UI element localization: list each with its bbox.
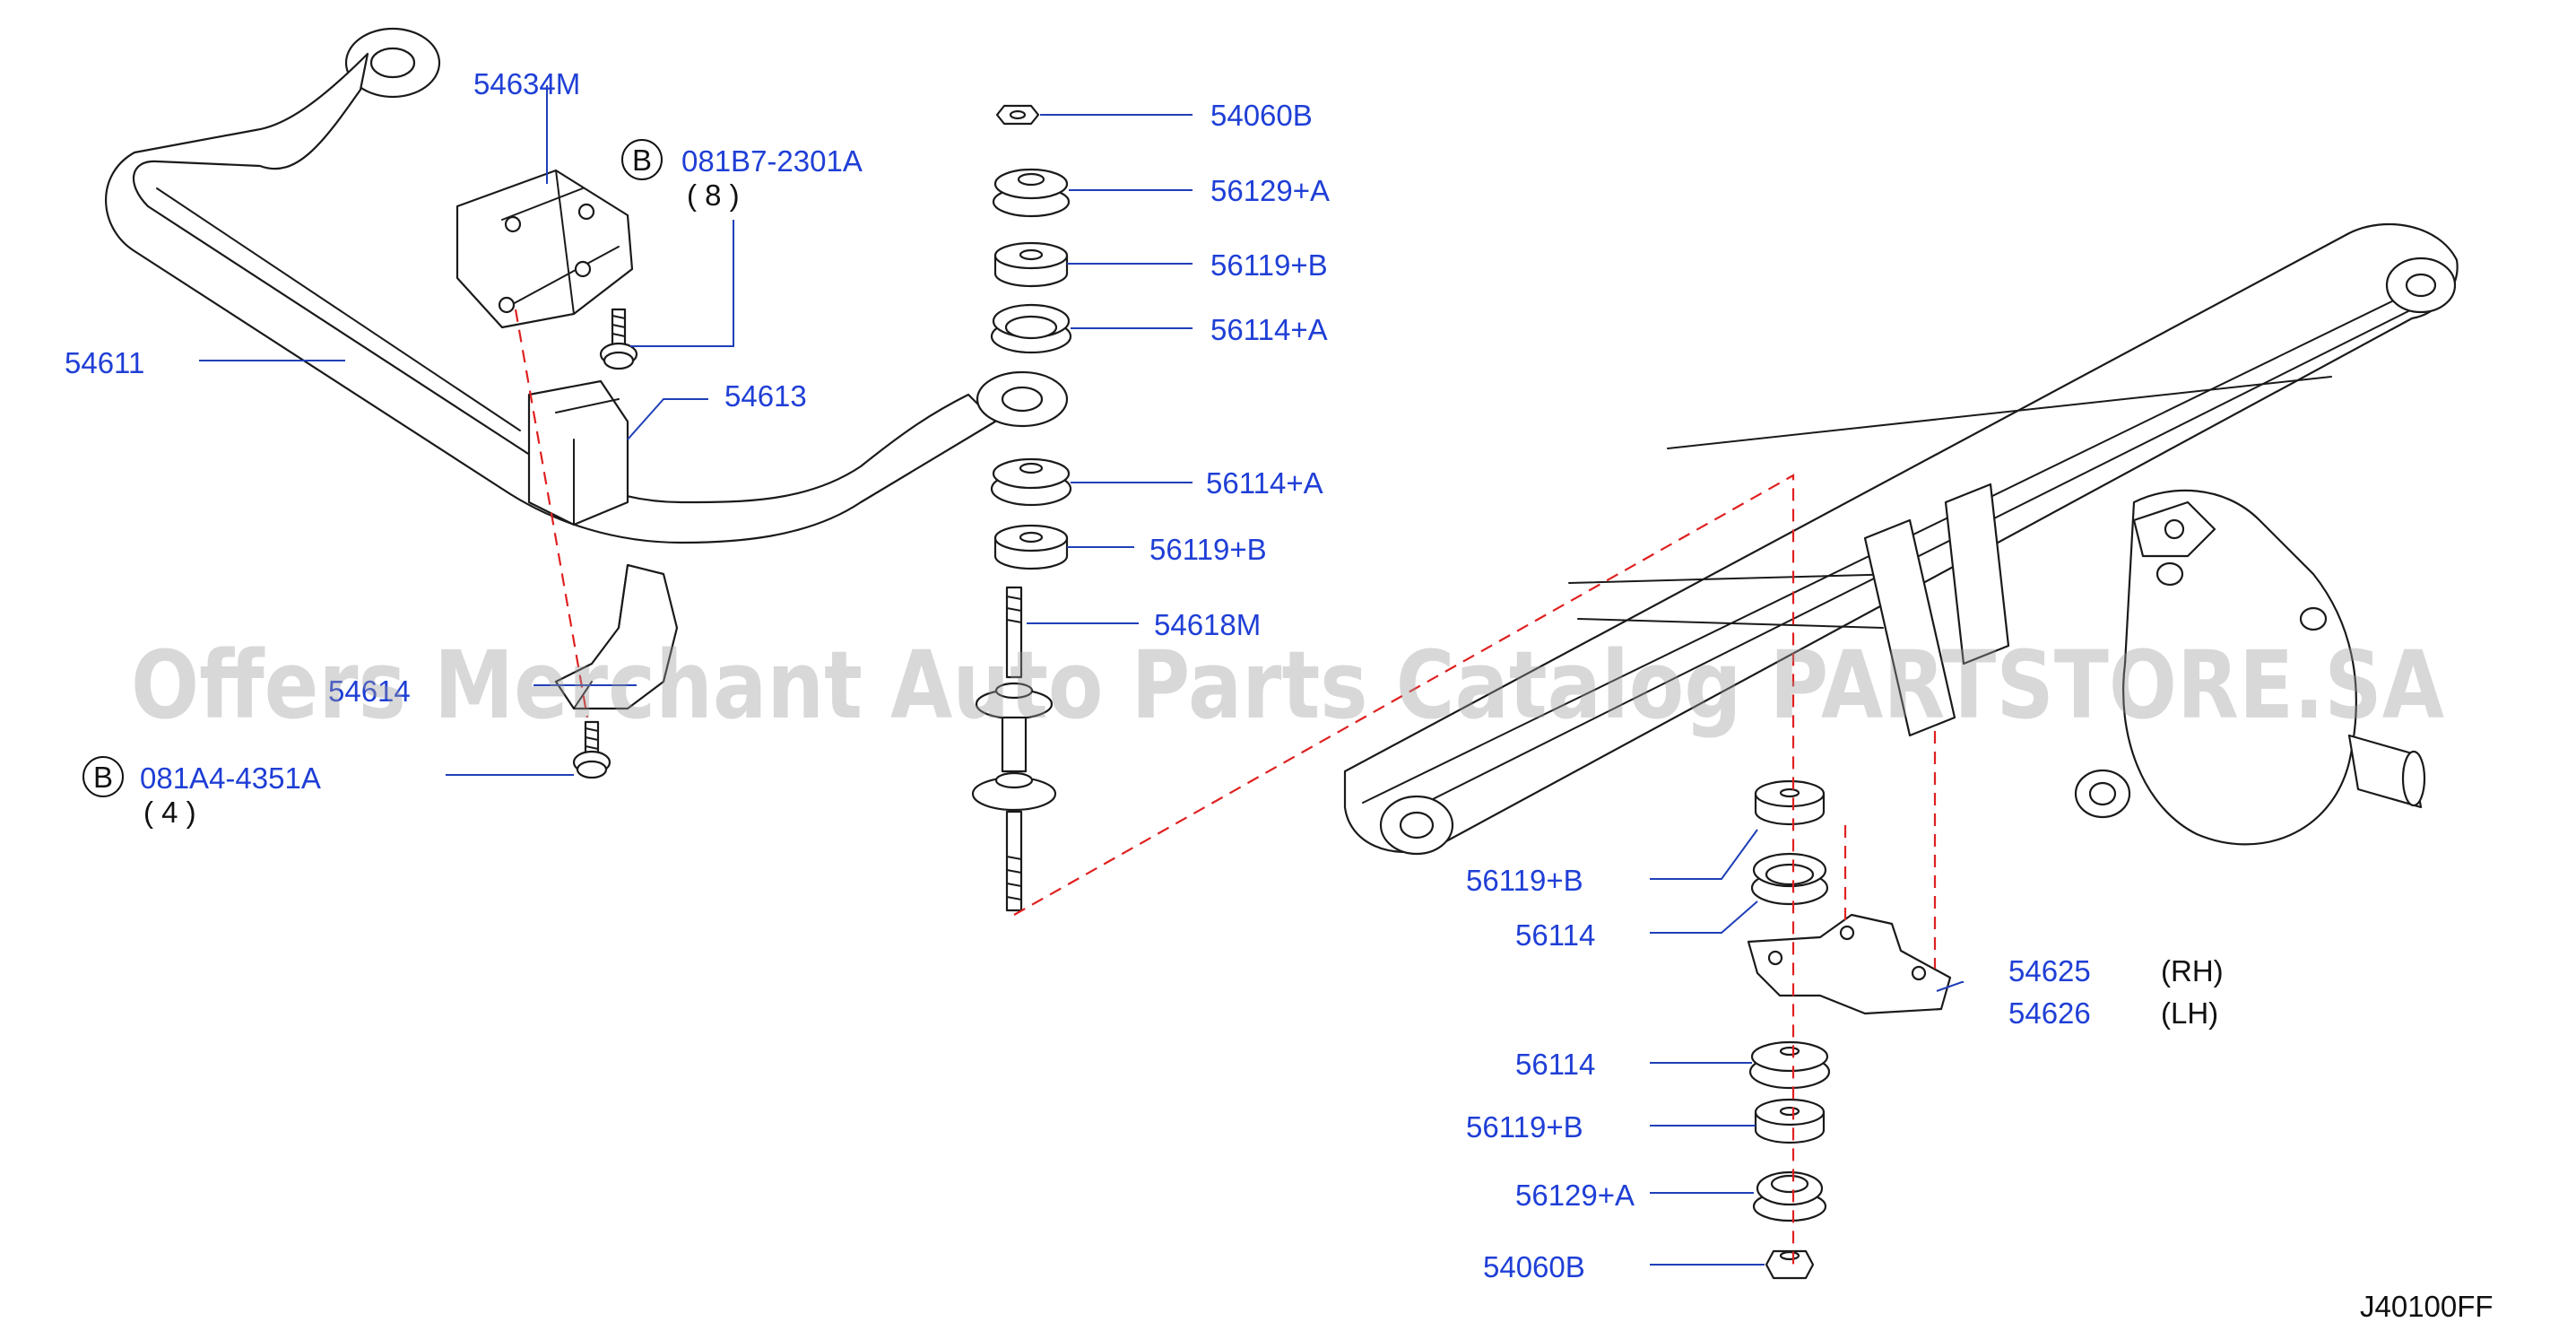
label-right-washer[interactable]: 56129+A xyxy=(1515,1179,1635,1212)
bolt-marker-lower-circle xyxy=(82,756,124,797)
bolt-upper[interactable] xyxy=(599,308,638,370)
label-qty-upper: ( 8 ) xyxy=(687,178,740,212)
label-washer-top[interactable]: 56129+A xyxy=(1210,174,1330,207)
label-54614[interactable]: 54614 xyxy=(328,674,411,708)
label-link[interactable]: 54618M xyxy=(1154,608,1261,641)
stack-upper[interactable] xyxy=(990,104,1072,570)
bolt-marker-upper-letter: B xyxy=(632,144,652,177)
label-54611[interactable]: 54611 xyxy=(65,346,144,379)
label-right-bushing-2[interactable]: 56119+B xyxy=(1466,1110,1583,1144)
label-bushing-top-1[interactable]: 56119+B xyxy=(1210,248,1328,282)
label-bracket-lh[interactable]: 54626 xyxy=(2008,996,2091,1030)
bolt-marker-lower-letter: B xyxy=(93,761,113,794)
label-bracket-lh-side: (LH) xyxy=(2161,996,2218,1030)
label-bracket-rh[interactable]: 54625 xyxy=(2008,954,2091,987)
label-nut-top[interactable]: 54060B xyxy=(1210,99,1313,132)
diagram-code: J40100FF xyxy=(2360,1290,2494,1323)
label-right-bushing-1[interactable]: 56119+B xyxy=(1466,864,1583,897)
leader-lines xyxy=(199,85,1964,1266)
link-54618M[interactable] xyxy=(971,586,1057,912)
bushing-54613[interactable] xyxy=(527,379,629,526)
label-081A4-4351A[interactable]: 081A4-4351A xyxy=(140,761,321,795)
bracket-upper[interactable] xyxy=(455,169,634,329)
stack-right[interactable] xyxy=(1747,779,1952,1280)
leaf-spring-assembly xyxy=(1343,222,2459,856)
stabilizer-bar[interactable] xyxy=(105,27,1069,544)
label-right-retainer-1[interactable]: 56114 xyxy=(1515,918,1595,952)
label-54613[interactable]: 54613 xyxy=(724,379,807,413)
bolt-lower[interactable] xyxy=(572,720,611,779)
label-081B7-2301A[interactable]: 081B7-2301A xyxy=(681,144,863,178)
assembly-guides xyxy=(514,309,1937,1265)
watermark: Offers Merchant Auto Parts Catalog PARTS… xyxy=(131,631,2444,740)
label-right-nut[interactable]: 54060B xyxy=(1483,1250,1585,1283)
label-bracket-rh-side: (RH) xyxy=(2161,954,2224,987)
bolt-marker-upper-circle xyxy=(621,139,663,180)
part-labels: 54634M B 081B7-2301A ( 8 ) 54611 54613 5… xyxy=(65,67,2494,1323)
label-bushing-top-2[interactable]: 56119+B xyxy=(1149,533,1267,566)
label-qty-lower: ( 4 ) xyxy=(143,796,196,829)
label-retainer-top-2[interactable]: 56114+A xyxy=(1206,466,1323,500)
label-54634M[interactable]: 54634M xyxy=(473,67,580,100)
label-retainer-top-1[interactable]: 56114+A xyxy=(1210,313,1328,346)
label-right-retainer-2[interactable]: 56114 xyxy=(1515,1048,1595,1081)
